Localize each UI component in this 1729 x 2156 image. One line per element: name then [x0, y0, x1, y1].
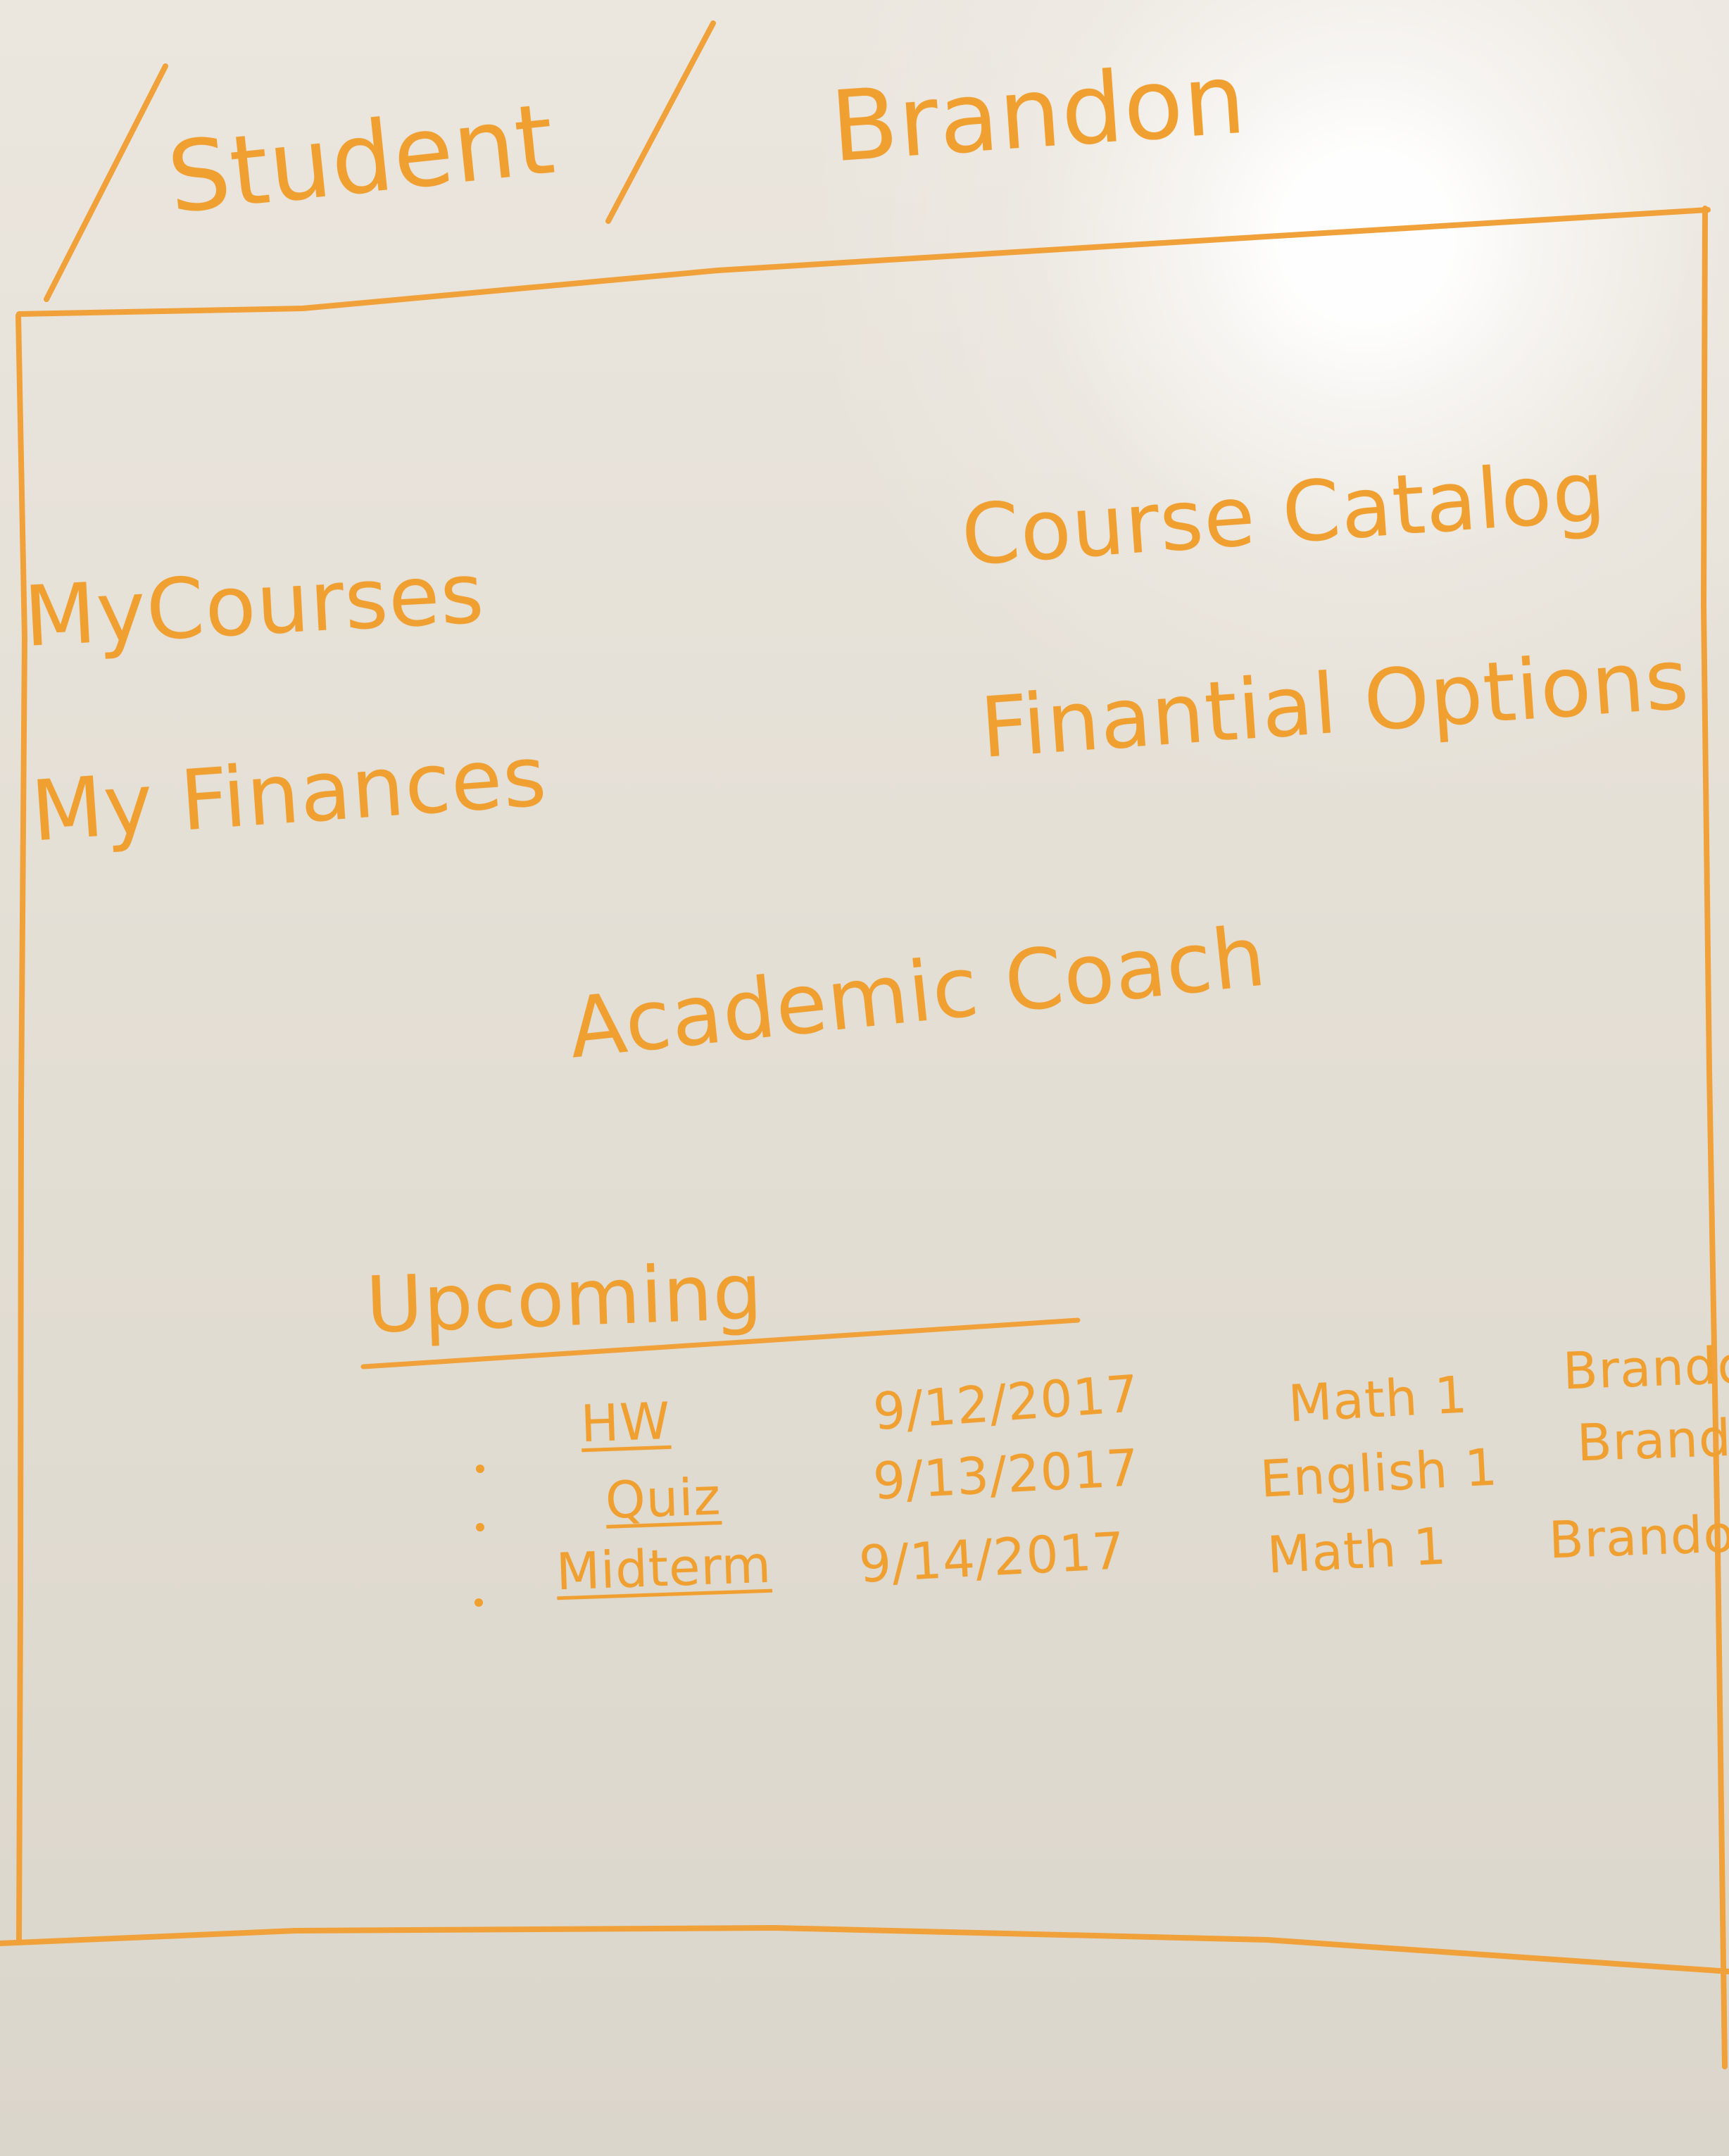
upcoming-row-1-name: Brandon	[1561, 1334, 1729, 1401]
upcoming-row-2-course: English 1	[1259, 1437, 1499, 1509]
upcoming-row-2-name: Brandon	[1576, 1405, 1729, 1473]
list-bullet	[476, 1523, 484, 1531]
list-bullet	[474, 1598, 483, 1607]
upcoming-row-3-name: Brandon	[1547, 1503, 1729, 1570]
upcoming-row-3-type[interactable]: Midterm	[555, 1534, 773, 1602]
upcoming-row-1-course: Math 1	[1286, 1365, 1469, 1434]
upcoming-row-2-type[interactable]: Quiz	[604, 1467, 722, 1530]
upcoming-row-1-type[interactable]: HW	[579, 1391, 672, 1454]
list-bullet	[476, 1465, 484, 1473]
upcoming-row-3-course: Math 1	[1265, 1516, 1448, 1585]
upcoming-heading: Upcoming	[364, 1246, 765, 1350]
